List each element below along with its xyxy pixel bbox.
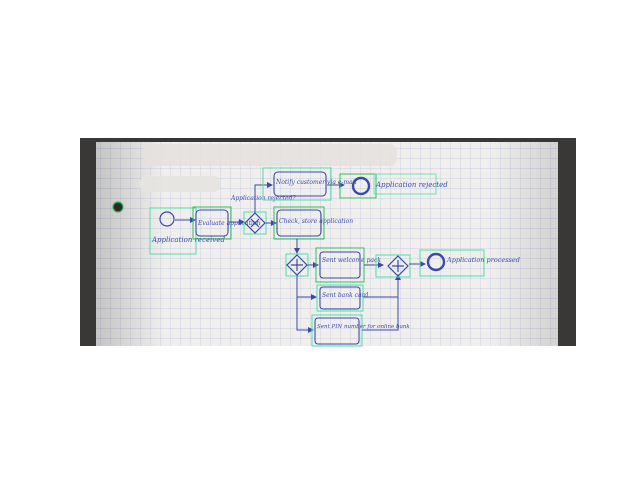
end-event-processed xyxy=(419,249,485,277)
flow-gateway-notify xyxy=(254,182,273,213)
parallel-join-gateway xyxy=(375,254,411,278)
punch-hole xyxy=(112,201,124,213)
notify-task xyxy=(262,167,332,201)
start-event-label: Application received xyxy=(151,236,225,244)
redacted-title-area xyxy=(142,144,397,166)
pin-number-label: Sent PIN number for online bank xyxy=(317,324,410,330)
flow-task-c-join xyxy=(362,297,399,331)
bank-card-label: Sent bank card xyxy=(322,292,368,299)
end-processed-label: Application processed xyxy=(446,256,520,264)
check-store-label: Check, store application xyxy=(279,218,353,225)
redacted-subtitle-area xyxy=(140,176,220,192)
end-rejected-label: Application rejected xyxy=(375,181,448,189)
flow-split-task-c xyxy=(296,297,314,333)
check-store-task xyxy=(273,206,325,240)
bank-card-task xyxy=(316,284,364,312)
welcome-pack-label: Sent welcome pack xyxy=(322,257,381,264)
evaluate-task-label: Evaluate application xyxy=(197,220,261,227)
end-event-rejected xyxy=(339,173,437,199)
evaluate-task xyxy=(192,206,232,240)
notify-task-label: Notify customer via e-mail xyxy=(275,179,357,186)
